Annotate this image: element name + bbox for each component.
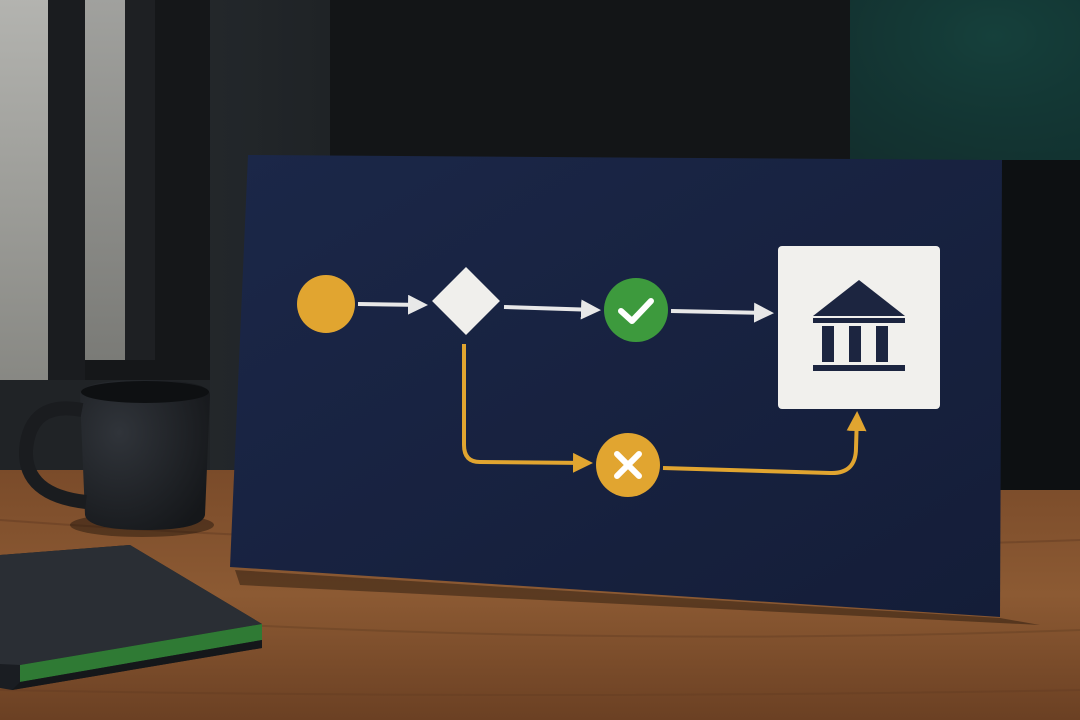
board-shadow — [235, 570, 1040, 625]
arrow-reject-to-bank — [662, 411, 867, 476]
bank-card — [778, 246, 940, 409]
cross-icon — [614, 451, 642, 479]
arrow-start-to-decision — [357, 294, 428, 315]
start-node-icon — [297, 275, 355, 333]
checkmark-icon — [618, 298, 654, 324]
background-dark-panel — [330, 0, 850, 160]
bank-icon — [813, 280, 905, 371]
background-right-block — [1000, 160, 1080, 490]
success-node — [604, 278, 668, 342]
mug-icon — [18, 380, 214, 537]
arrow-success-to-bank — [670, 302, 774, 323]
decision-diamond-icon — [432, 267, 500, 335]
background-monitor — [850, 0, 1080, 160]
desk-grain-3 — [0, 689, 1080, 696]
notebook-icon — [0, 545, 262, 690]
reject-node — [596, 433, 660, 497]
arrow-decision-to-success — [503, 299, 601, 320]
arrow-decision-to-reject — [462, 344, 593, 473]
